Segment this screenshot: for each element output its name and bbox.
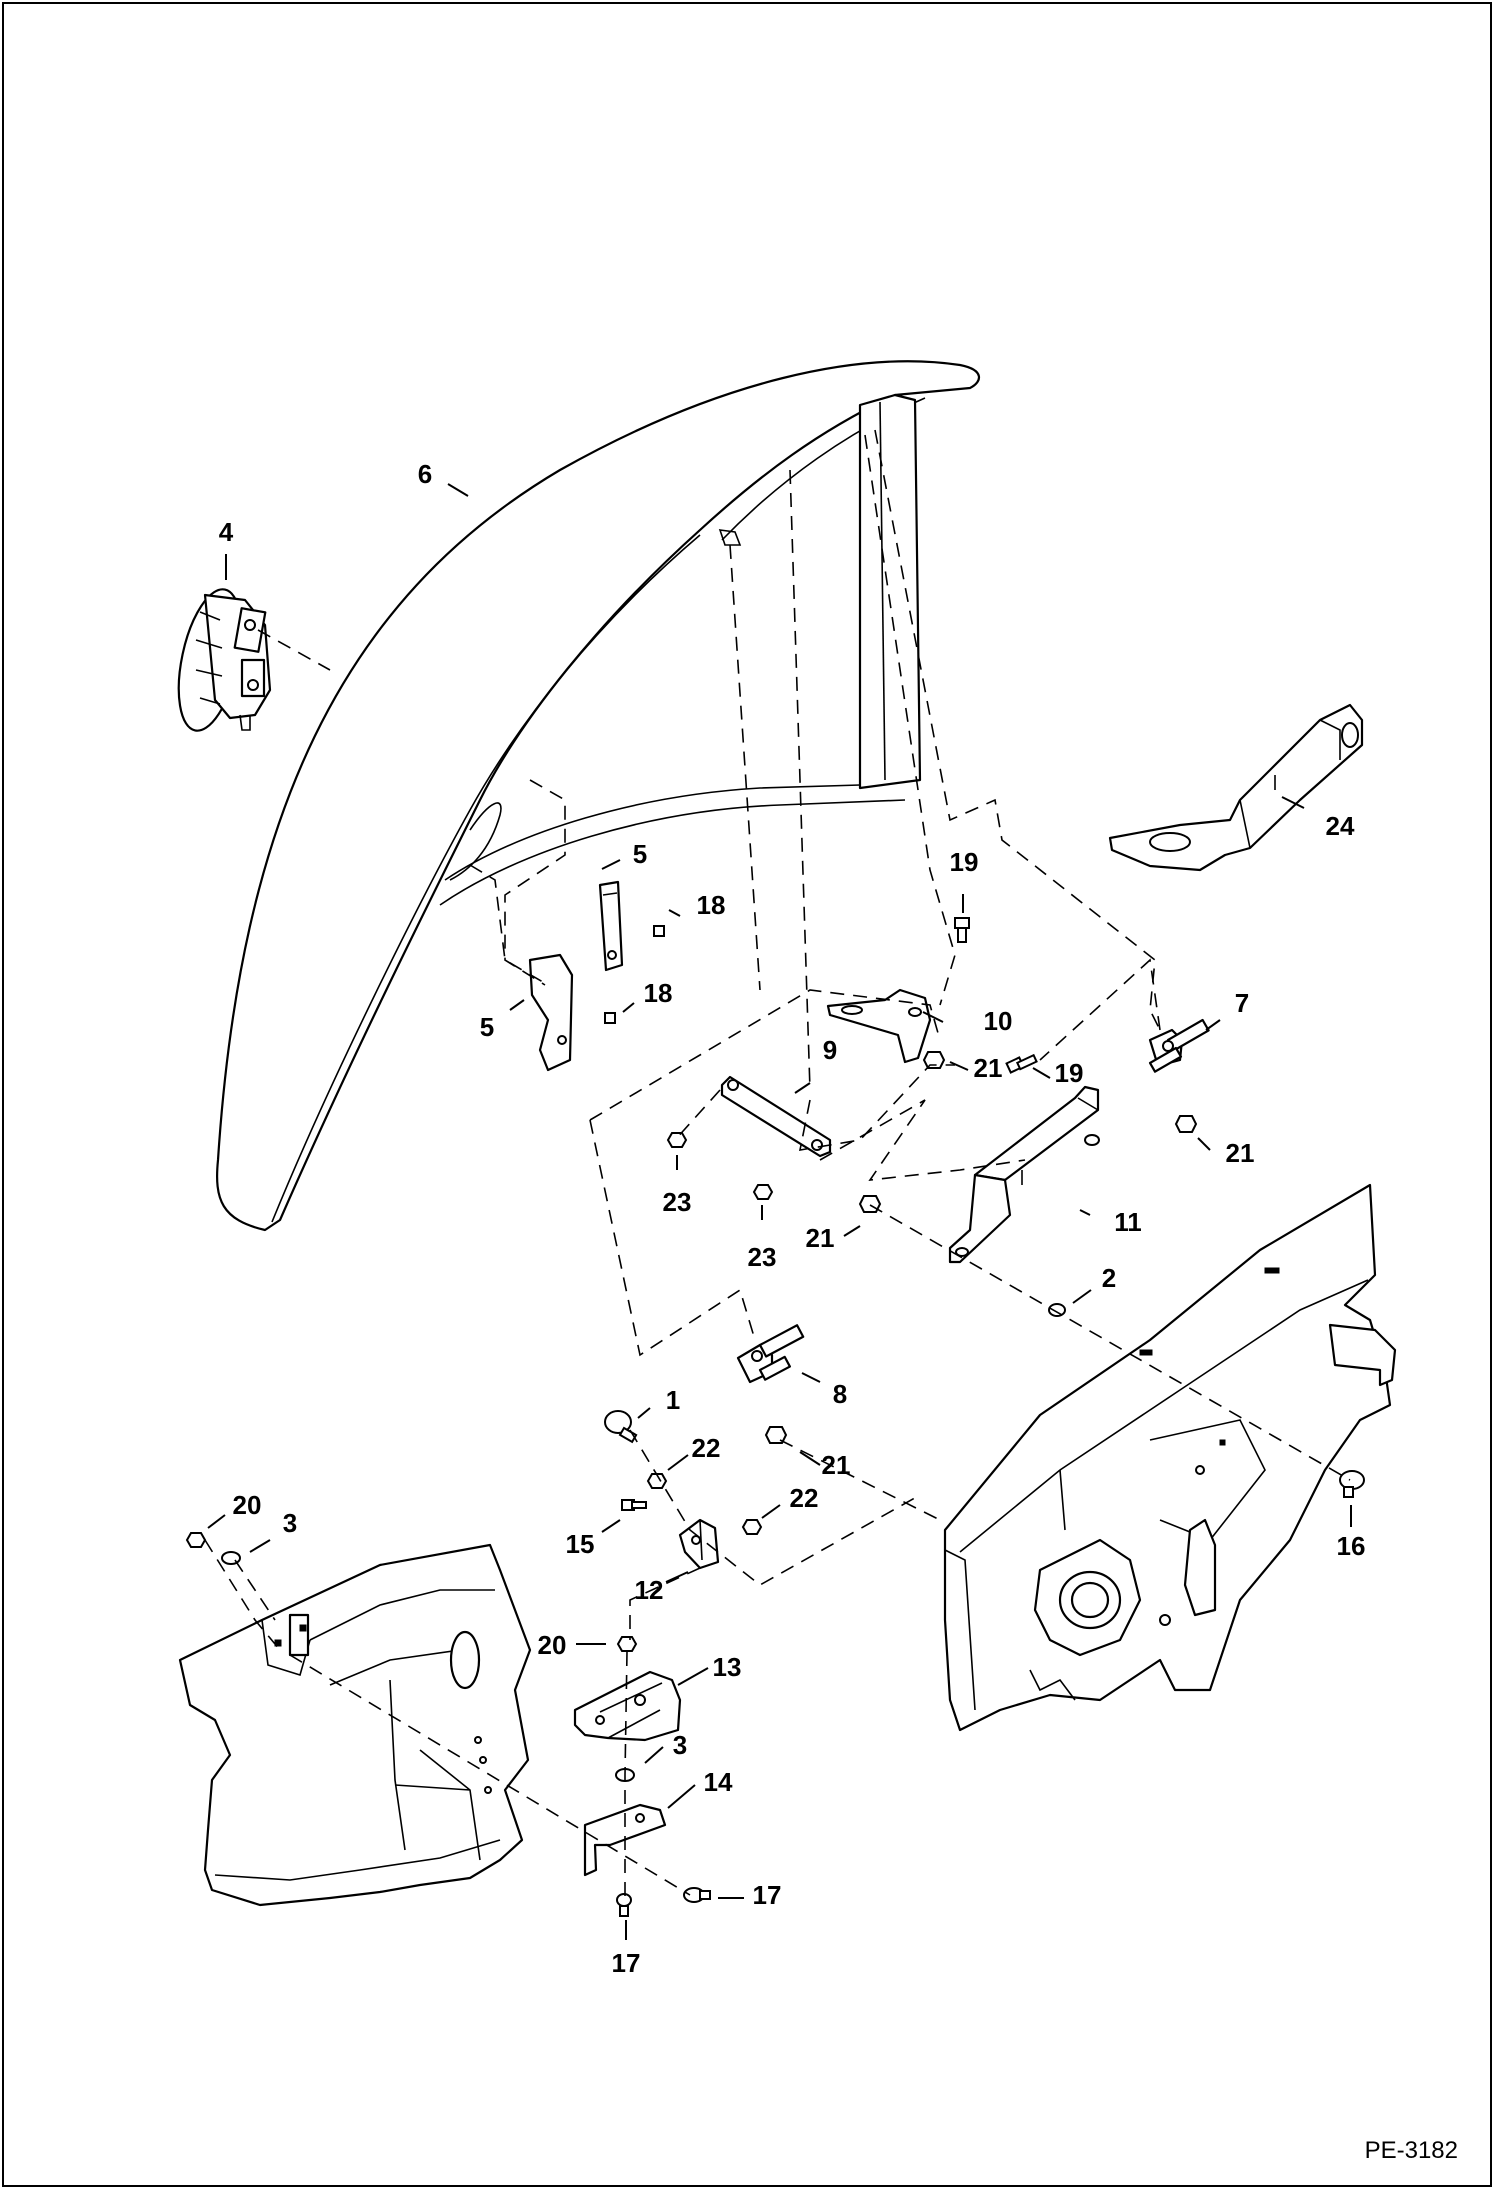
callout-20: 20 — [537, 1630, 567, 1660]
callout-14: 14 — [703, 1767, 733, 1797]
fender-part-6 — [216, 360, 980, 1232]
callout-18: 18 — [696, 890, 726, 920]
callout-21: 21 — [973, 1053, 1003, 1083]
callout-1: 1 — [665, 1385, 681, 1415]
bracket-part-5-lower — [528, 953, 574, 1072]
callout-17: 17 — [752, 1880, 782, 1910]
figure-code: PE-3182 — [1364, 2137, 1458, 2164]
callout-22: 22 — [691, 1433, 721, 1463]
callout-leader-lines — [207, 483, 1352, 1940]
bracket-part-11 — [948, 1085, 1100, 1264]
bracket-part-14 — [583, 1803, 667, 1877]
callout-21: 21 — [1225, 1138, 1255, 1168]
callout-8: 8 — [832, 1379, 848, 1409]
callout-3: 3 — [672, 1730, 688, 1760]
callout-13: 13 — [712, 1652, 742, 1682]
hinge-part-7 — [1148, 1018, 1210, 1073]
assembly-dashed-lines — [204, 429, 1351, 1900]
callout-21: 21 — [821, 1450, 851, 1480]
callout-17: 17 — [611, 1948, 641, 1978]
callout-9: 9 — [822, 1035, 838, 1065]
callout-11: 11 — [1114, 1207, 1142, 1237]
callout-24: 24 — [1325, 811, 1355, 841]
callout-7: 7 — [1234, 988, 1250, 1018]
bracket-part-24 — [1108, 703, 1364, 872]
left-frame-assembly — [178, 1543, 532, 1907]
callout-12: 12 — [634, 1575, 664, 1605]
callout-6: 6 — [417, 459, 433, 489]
callout-4: 4 — [218, 517, 234, 547]
right-frame-assembly — [943, 1183, 1397, 1732]
hinge-part-8 — [736, 1324, 805, 1384]
callout-23: 23 — [662, 1187, 692, 1217]
callout-10: 10 — [983, 1006, 1013, 1036]
bracket-part-5-upper — [598, 880, 624, 972]
callout-19: 19 — [949, 847, 979, 877]
plate-part-10 — [826, 988, 932, 1064]
callout-23: 23 — [747, 1242, 777, 1272]
bracket-part-13 — [573, 1670, 682, 1742]
callout-15: 15 — [565, 1529, 595, 1559]
bracket-part-12 — [678, 1518, 720, 1570]
callout-5: 5 — [479, 1012, 495, 1042]
callout-16: 16 — [1336, 1531, 1366, 1561]
callout-2: 2 — [1101, 1263, 1117, 1293]
callout-19: 19 — [1054, 1058, 1084, 1088]
callout-18: 18 — [643, 978, 673, 1008]
link-part-9 — [720, 1075, 832, 1158]
callout-20: 20 — [232, 1490, 262, 1520]
callout-21: 21 — [805, 1223, 835, 1253]
latch-part-4 — [177, 588, 272, 732]
hardware-items — [185, 917, 1365, 1917]
callout-5: 5 — [632, 839, 648, 869]
callout-22: 22 — [789, 1483, 819, 1513]
callout-3: 3 — [282, 1508, 298, 1538]
